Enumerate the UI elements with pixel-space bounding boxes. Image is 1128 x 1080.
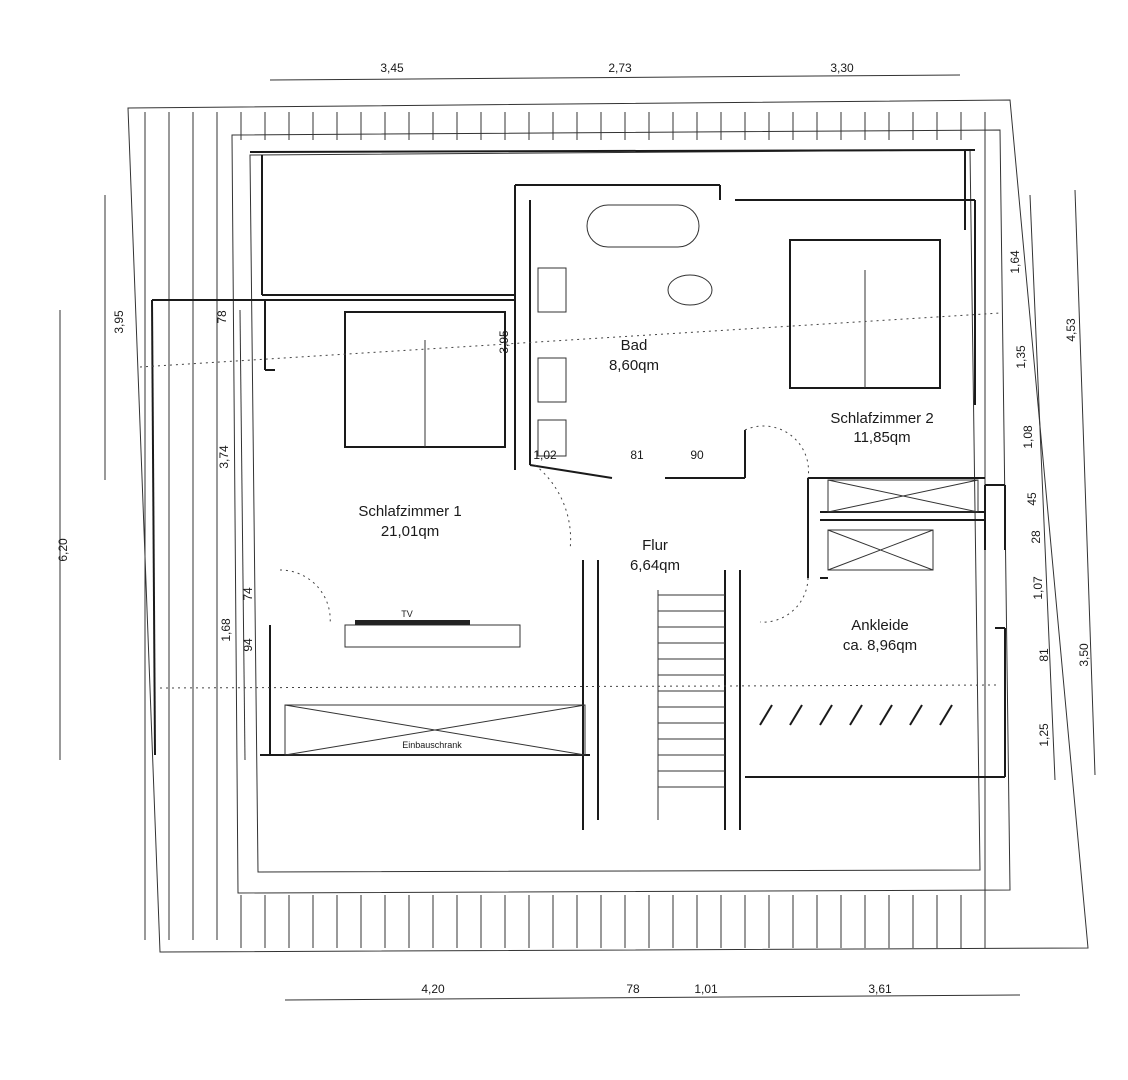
hanger [789, 704, 803, 726]
wardrobe-1 [284, 704, 586, 756]
room-label-ankleide: Ankleide [851, 617, 909, 634]
hanger [819, 704, 833, 726]
dim-left-5: 1,68 [219, 618, 233, 642]
dimension-line [1029, 194, 1056, 781]
hanger [759, 704, 773, 726]
guide-line [159, 684, 1001, 689]
dim-left-2: 3,95 [112, 310, 126, 334]
tv-cabinet [344, 624, 521, 648]
dim-right-2: 1,35 [1014, 345, 1028, 369]
hanger [909, 704, 923, 726]
wardrobe-label: Einbauschrank [402, 740, 462, 750]
dim-right-10: 3,50 [1077, 643, 1091, 667]
room-label-schlafzimmer-2: Schlafzimmer 2 [830, 410, 933, 427]
wall [151, 299, 156, 756]
door-swing [279, 569, 331, 626]
wall [249, 149, 976, 153]
door-swing [534, 464, 572, 551]
tv-label: TV [401, 609, 413, 619]
closet-2 [827, 479, 979, 513]
dim-top-3: 3,30 [830, 61, 854, 75]
closet-x [827, 479, 979, 513]
dimension-line [284, 994, 1021, 1001]
dimension-line [269, 74, 961, 81]
dim-left-3: 78 [215, 310, 229, 324]
dim-left-1: 6,20 [56, 538, 70, 562]
room-area-schlafzimmer-2: 11,85qm [853, 429, 910, 446]
room-area-flur: 6,64qm [630, 557, 680, 574]
guide-lines [59, 74, 1096, 1001]
dim-bottom-4: 3,61 [868, 982, 892, 996]
hanger [849, 704, 863, 726]
dimension-line [239, 309, 246, 761]
hanger [939, 704, 953, 726]
dim-bottom-1: 4,20 [421, 982, 445, 996]
dim-bottom-2: 78 [626, 982, 640, 996]
dim-interior-1: 3,95 [497, 330, 511, 354]
dim-right-3: 1,08 [1021, 425, 1035, 449]
dimension-line [1074, 189, 1096, 776]
roof-hatching [144, 112, 986, 948]
room-area-bad: 8,60qm [609, 357, 659, 374]
dim-left-6: 74 [241, 587, 255, 601]
room-label-flur: Flur [642, 537, 668, 554]
closet-x [827, 529, 934, 571]
dim-left-4: 3,74 [217, 445, 231, 469]
wall [529, 464, 613, 479]
dim-right-6: 1,07 [1031, 576, 1045, 600]
outer-roof-outline [127, 99, 1089, 953]
sink [537, 357, 567, 403]
tv [355, 620, 470, 625]
guide-line [139, 312, 1001, 368]
hanger [879, 704, 893, 726]
dim-interior-2: 1,02 [533, 448, 557, 462]
dim-interior-4: 90 [690, 448, 704, 462]
room-area-ankleide: ca. 8,96qm [843, 637, 917, 654]
closet-3 [827, 529, 934, 571]
dim-right-7: 81 [1037, 648, 1051, 662]
door-swing [759, 577, 809, 623]
dim-right-8: 1,25 [1037, 723, 1051, 747]
dim-left-7: 94 [241, 638, 255, 652]
dim-right-1: 1,64 [1008, 250, 1022, 274]
bathtub [586, 204, 700, 248]
dim-right-9: 4,53 [1064, 318, 1078, 342]
sink [537, 267, 567, 313]
door-swing [744, 425, 810, 479]
dim-top-2: 2,73 [608, 61, 632, 75]
dim-interior-3: 81 [630, 448, 644, 462]
fixtures [284, 204, 979, 820]
dim-right-4: 45 [1025, 492, 1039, 506]
room-area-schlafzimmer-1: 21,01qm [381, 523, 439, 540]
dim-bottom-3: 1,01 [694, 982, 718, 996]
toilet [667, 274, 713, 306]
shower [537, 419, 567, 457]
room-label-schlafzimmer-1: Schlafzimmer 1 [358, 503, 461, 520]
dim-top-1: 3,45 [380, 61, 404, 75]
wardrobe-x [284, 704, 586, 756]
dim-right-5: 28 [1029, 530, 1043, 544]
room-label-bad: Bad [621, 337, 648, 354]
